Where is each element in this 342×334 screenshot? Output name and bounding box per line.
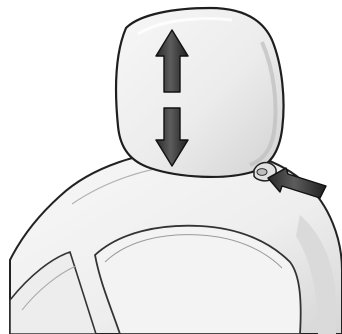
headrest: [116, 8, 283, 177]
